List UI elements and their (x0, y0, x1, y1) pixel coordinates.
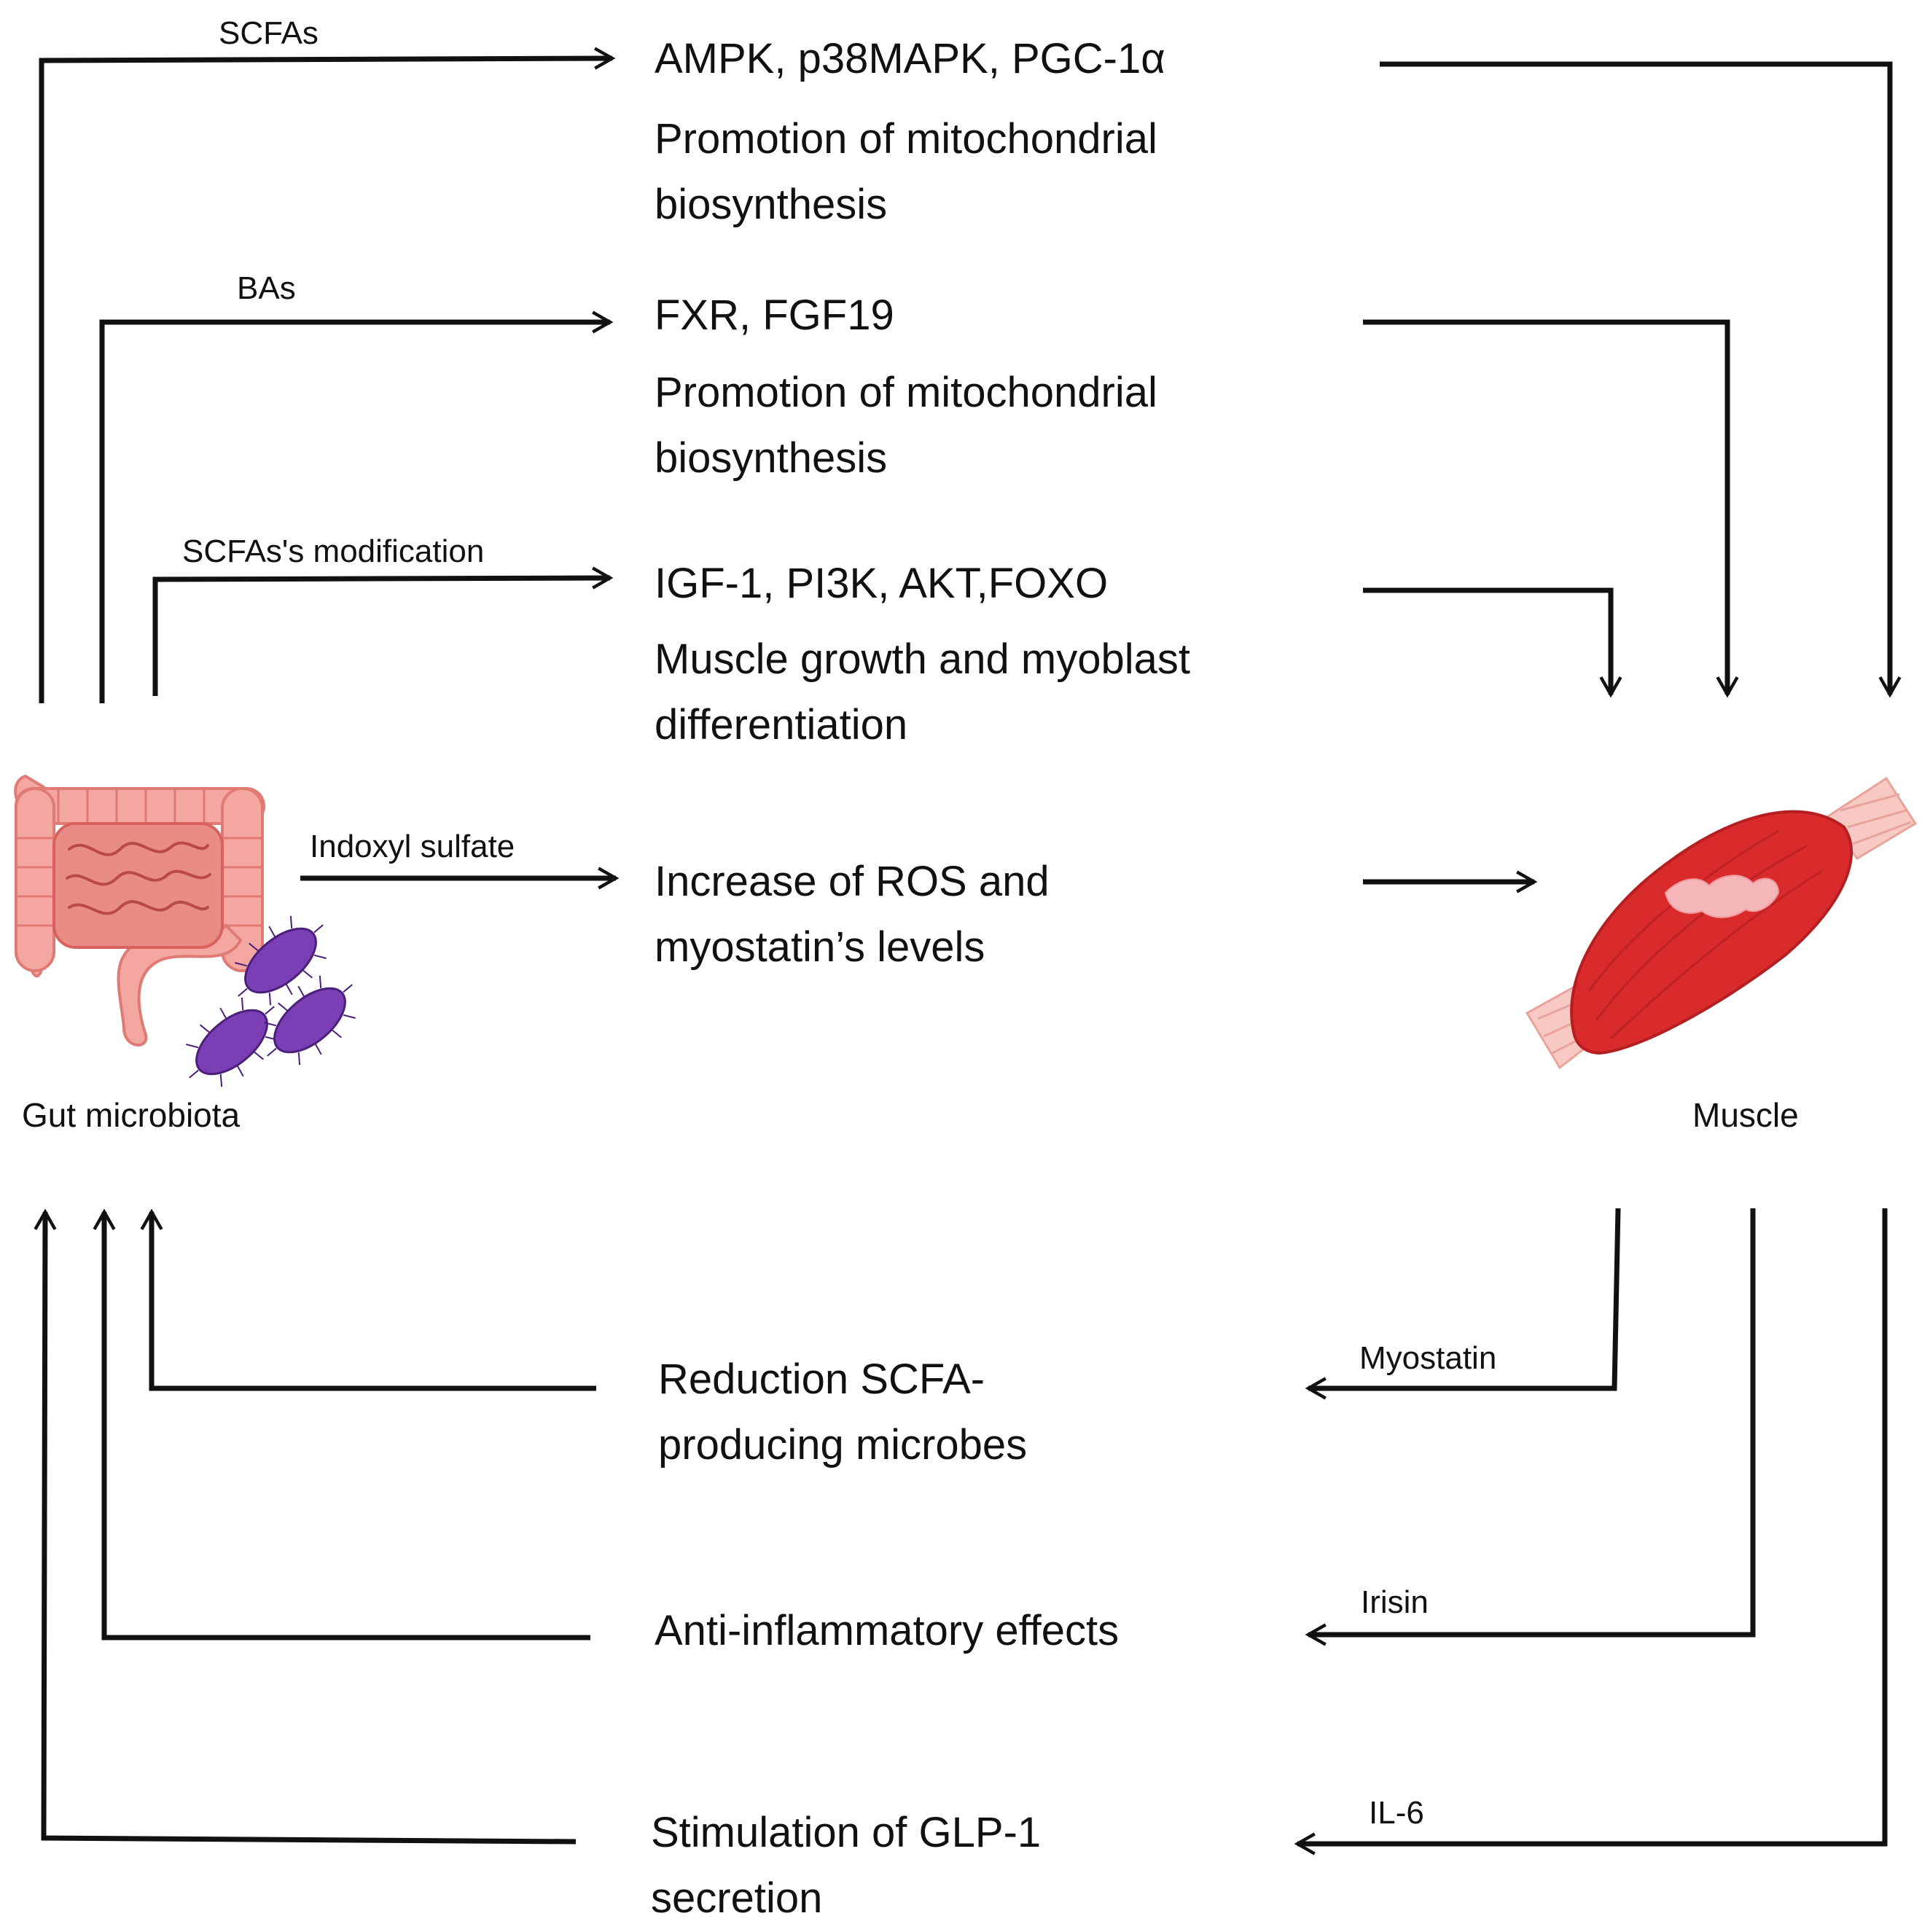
bacterium-3 (264, 975, 356, 1065)
bas-edge-in (99, 310, 614, 703)
muscle-label: Muscle (1692, 1096, 1799, 1134)
il6-edge-out (34, 1208, 577, 1845)
bas-targets: FXR, FGF19 (655, 292, 894, 339)
muscle-belly (1570, 810, 1853, 1055)
scfa-mod-edge-label: SCFAs's modification (182, 533, 485, 569)
bas-effect: Promotion of mitochondrial biosynthesis (655, 360, 1157, 491)
scfa-mod-targets: IGF-1, PI3K, AKT,FOXO (655, 560, 1109, 607)
myostatin-effect-line2: producing microbes (658, 1421, 1028, 1468)
small-intestine-shape (52, 822, 224, 949)
myostatin-edge-in (1305, 1208, 1621, 1400)
irisin-edge-in (1305, 1208, 1756, 1646)
muscle-icon (1525, 776, 1918, 1070)
colon-ascending (15, 787, 55, 972)
il6-edge-label: IL-6 (1369, 1795, 1424, 1831)
scfa-mod-edge-in (152, 566, 614, 696)
scfa-mod-edge-out (1363, 587, 1622, 698)
scfas-edge-label: SCFAs (219, 15, 319, 51)
scfas-effect: Promotion of mitochondrial biosynthesis (655, 106, 1157, 238)
bas-effect-line1: Promotion of mitochondrial (655, 369, 1157, 416)
indoxyl-effect-line2: myostatin’s levels (655, 923, 985, 971)
bas-edge-out (1363, 319, 1739, 698)
irisin-effect-line1: Anti-inflammatory effects (655, 1607, 1120, 1654)
scfas-targets: AMPK, p38MAPK, PGC-1α (655, 35, 1165, 82)
scfa-mod-effect-line1: Muscle growth and myoblast (655, 635, 1190, 683)
bas-edge-label: BAs (237, 270, 296, 306)
bacterium-2 (186, 997, 278, 1087)
myostatin-edge-label: Myostatin (1359, 1340, 1497, 1376)
il6-effect-line1: Stimulation of GLP-1 (651, 1809, 1042, 1856)
il6-effect-line2: secretion (651, 1874, 823, 1922)
indoxyl-edge-label: Indoxyl sulfate (310, 829, 515, 864)
scfa-mod-effect-line2: differentiation (655, 701, 908, 748)
scfas-edge-in (39, 47, 616, 703)
scfas-edge-out (1380, 61, 1902, 698)
il6-effect: Stimulation of GLP-1 secretion (651, 1800, 1041, 1931)
indoxyl-effect-line1: Increase of ROS and (655, 858, 1050, 905)
myostatin-effect-line1: Reduction SCFA- (658, 1356, 985, 1403)
scfas-effect-line2: biosynthesis (655, 181, 888, 228)
muscle-highlight (1664, 875, 1780, 918)
scfa-mod-effect: Muscle growth and myoblast differentiati… (655, 627, 1190, 758)
irisin-effect: Anti-inflammatory effects (655, 1598, 1119, 1664)
myostatin-effect: Reduction SCFA- producing microbes (658, 1347, 1027, 1478)
myostatin-edge-out (140, 1208, 596, 1391)
il6-edge-in (1294, 1208, 1888, 1855)
indoxyl-effect: Increase of ROS and myostatin’s levels (655, 849, 1050, 980)
bas-effect-line2: biosynthesis (655, 434, 888, 482)
irisin-edge-label: Irisin (1361, 1584, 1429, 1620)
small-intestine-loops (66, 841, 211, 915)
irisin-edge-out (93, 1208, 590, 1640)
gut-microbiota-label: Gut microbiota (22, 1096, 241, 1134)
bacterium-1 (235, 915, 327, 1006)
scfas-effect-line1: Promotion of mitochondrial (655, 115, 1157, 163)
intestine-bacteria-icon (14, 774, 356, 1087)
